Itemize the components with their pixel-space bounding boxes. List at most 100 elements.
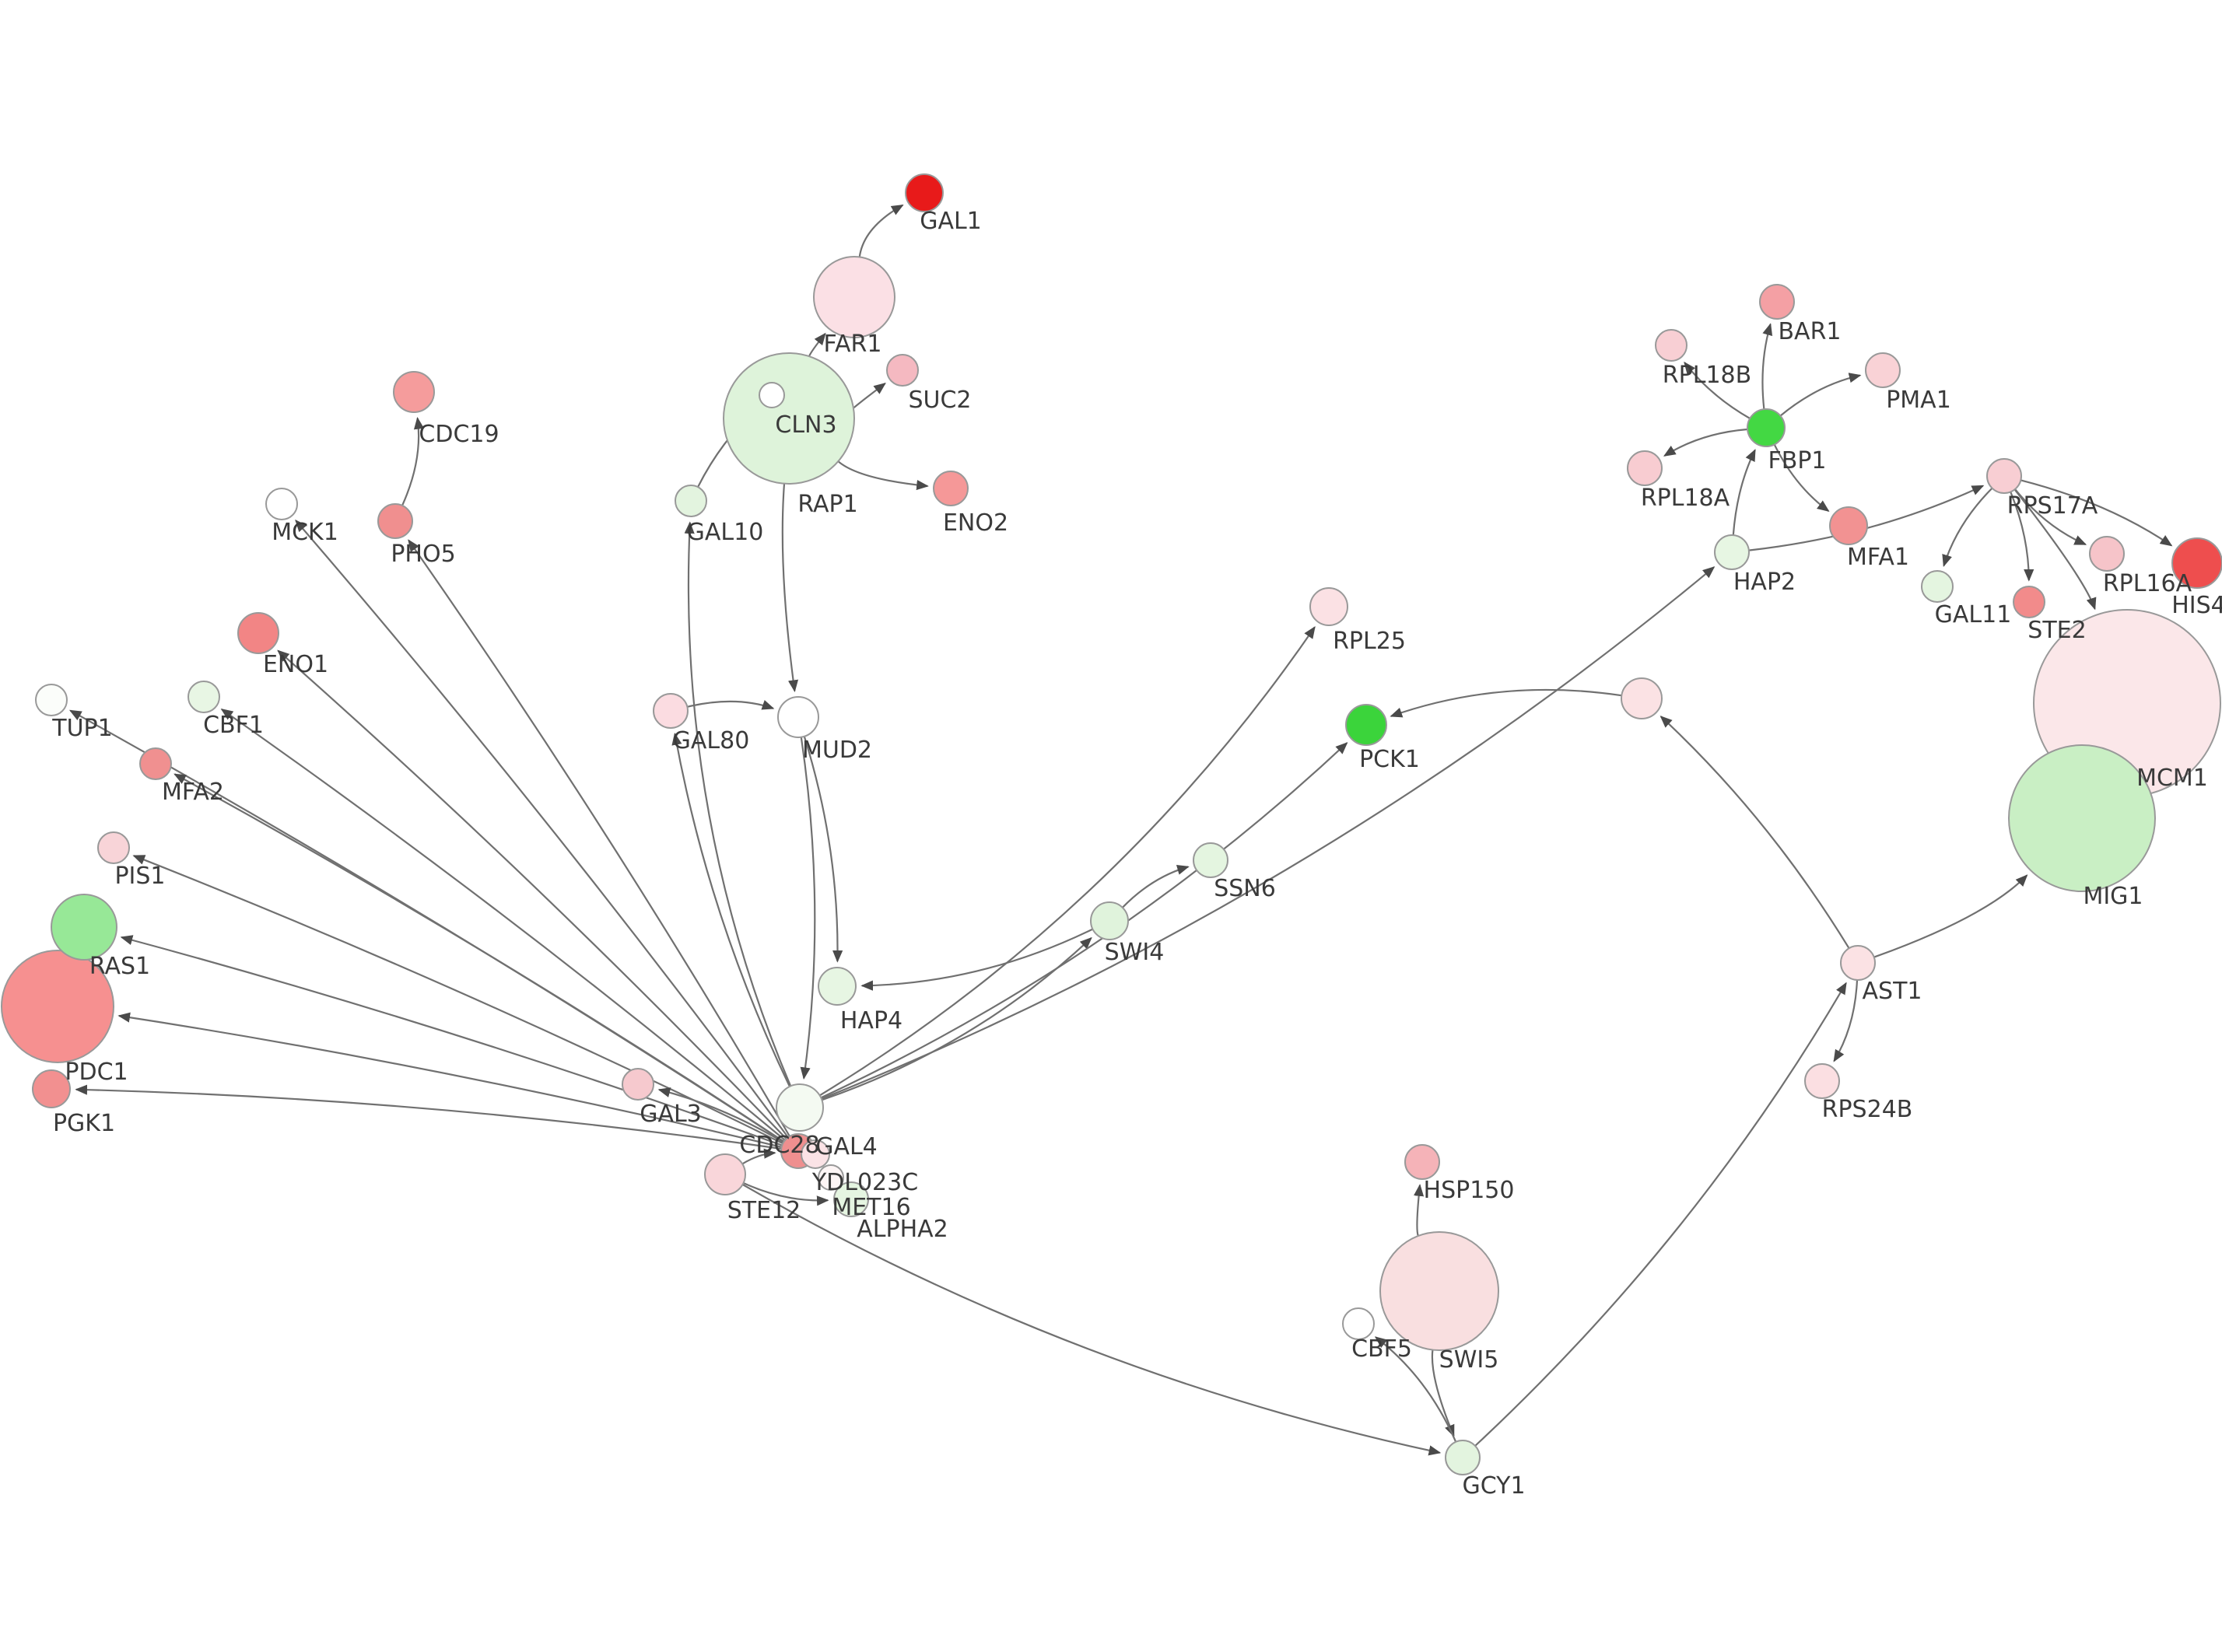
edge-gcy1-ast1[interactable] <box>1474 982 1847 1447</box>
edge-ast1-rps24b[interactable] <box>1833 979 1859 1062</box>
node-swi5[interactable] <box>1379 1231 1499 1351</box>
node-ste2[interactable] <box>2013 586 2045 618</box>
edge-mud2-cdc28[interactable] <box>800 737 816 1080</box>
edge-swi4-hap4[interactable] <box>860 928 1093 991</box>
edge-ast1-mig1[interactable] <box>1873 874 2028 958</box>
node-unnamed[interactable] <box>1621 677 1663 719</box>
edge-fbp1-pma1[interactable] <box>1779 373 1862 417</box>
edge-gal4-mfa2[interactable] <box>173 773 785 1143</box>
edge-fbp1-rpl18a[interactable] <box>1663 428 1748 457</box>
node-pck1[interactable] <box>1345 704 1387 746</box>
edge-cdc28-gal80[interactable] <box>671 732 790 1087</box>
node-cbf5[interactable] <box>1342 1307 1375 1340</box>
edge-fbp1-rpl18b[interactable] <box>1684 361 1751 419</box>
node-ssn6[interactable] <box>1193 842 1228 878</box>
node-far1[interactable] <box>813 256 895 338</box>
node-mck1[interactable] <box>265 488 298 520</box>
edge-gal80-mud2[interactable] <box>687 699 775 710</box>
edge-rap1-mud2[interactable] <box>781 483 799 693</box>
edge-mud2-hap4[interactable] <box>803 736 843 963</box>
edge-fbp1-bar1[interactable] <box>1761 323 1773 410</box>
node-eno2[interactable] <box>933 471 969 506</box>
edge-hap2-fbp1[interactable] <box>1732 449 1756 536</box>
edge-cdc28-pck1[interactable] <box>820 742 1348 1099</box>
node-ast1[interactable] <box>1840 945 1876 981</box>
node-mig1[interactable] <box>2008 744 2156 892</box>
edge-rap1-eno2[interactable] <box>837 460 929 491</box>
edge-hap2-rps17a[interactable] <box>1748 485 1985 551</box>
edge-rap1-suc2[interactable] <box>852 383 886 410</box>
node-pis1[interactable] <box>97 831 130 864</box>
node-rps24b[interactable] <box>1804 1063 1840 1099</box>
edge-rps17a-rpl16a[interactable] <box>2014 488 2087 546</box>
node-rpl18b[interactable] <box>1655 329 1688 362</box>
node-fbp1[interactable] <box>1747 408 1786 447</box>
edge-pho5-cdc19[interactable] <box>401 416 425 506</box>
edge-rps17a-mcm1[interactable] <box>2013 488 2097 611</box>
node-suc2[interactable] <box>886 354 919 387</box>
node-rpl16a[interactable] <box>2089 536 2125 572</box>
node-pho5[interactable] <box>377 503 413 539</box>
node-cdc19[interactable] <box>393 371 435 413</box>
edge-gcy1-cbf5[interactable] <box>1374 1336 1457 1443</box>
node-gal11[interactable] <box>1921 570 1954 603</box>
edge-gal4-ras1[interactable] <box>120 935 783 1146</box>
node-mfa2[interactable] <box>139 747 172 780</box>
node-gal10[interactable] <box>675 485 707 517</box>
node-eno1[interactable] <box>237 612 279 654</box>
edge-cdc28-hap2[interactable] <box>821 566 1716 1100</box>
node-gal1[interactable] <box>905 173 944 212</box>
edge-rps17a-ste2[interactable] <box>2010 491 2034 582</box>
edge-gal4-pgk1[interactable] <box>75 1084 782 1150</box>
node-gcy1[interactable] <box>1445 1440 1481 1475</box>
edge-ast1-unnamed[interactable] <box>1659 716 1850 949</box>
edge-swi5-gcy1[interactable] <box>1431 1349 1455 1437</box>
node-ste12[interactable] <box>704 1153 746 1195</box>
node-cdc28[interactable] <box>776 1083 824 1132</box>
node-pdc1[interactable] <box>1 950 114 1063</box>
node-rpl25[interactable] <box>1309 587 1348 626</box>
edge-gal4-cbf1[interactable] <box>220 709 786 1141</box>
node-alpha2[interactable] <box>833 1181 869 1217</box>
edge-rps17a-his4[interactable] <box>2020 479 2173 547</box>
edge-gal4-pdc1[interactable] <box>117 1012 782 1148</box>
node-pgk1[interactable] <box>32 1069 71 1108</box>
node-gal80[interactable] <box>653 693 689 729</box>
node-cbf1[interactable] <box>188 681 220 713</box>
node-hap2[interactable] <box>1714 534 1750 570</box>
node-pma1[interactable] <box>1865 352 1901 388</box>
node-cln3[interactable] <box>759 382 785 408</box>
edge-swi4-ssn6[interactable] <box>1122 864 1190 908</box>
node-his4[interactable] <box>2171 537 2222 589</box>
edge-gal4-eno1[interactable] <box>277 649 787 1139</box>
edge-ste12-alpha2[interactable] <box>743 1182 829 1206</box>
node-rpl18a[interactable] <box>1627 450 1663 486</box>
edge-gal4-gal3[interactable] <box>657 1087 784 1143</box>
edge-fbp1-mfa1[interactable] <box>1773 443 1830 512</box>
node-rap1[interactable] <box>723 352 855 485</box>
edge-cdc28-rpl25[interactable] <box>819 626 1316 1097</box>
edge-ste12-gal4[interactable] <box>741 1148 776 1165</box>
node-gal3[interactable] <box>622 1068 654 1101</box>
edge-rps17a-gal11[interactable] <box>1942 487 1993 567</box>
edge-cdc28-gal10[interactable] <box>684 521 792 1087</box>
edge-rap1-far1[interactable] <box>808 332 826 357</box>
edge-far1-gal1[interactable] <box>858 204 904 257</box>
node-hsp150[interactable] <box>1404 1144 1440 1180</box>
edge-swi5-hsp150[interactable] <box>1413 1184 1425 1237</box>
node-swi4[interactable] <box>1090 901 1129 940</box>
node-rps17a[interactable] <box>1986 458 2022 494</box>
edge-unnamed-pck1[interactable] <box>1390 688 1622 718</box>
node-mud2[interactable] <box>777 696 819 738</box>
edge-gal4-pho5[interactable] <box>408 539 790 1137</box>
node-met16[interactable] <box>818 1164 844 1191</box>
edge-gal4-mck1[interactable] <box>295 519 789 1139</box>
node-bar1[interactable] <box>1759 284 1795 320</box>
node-ras1[interactable] <box>51 894 117 961</box>
node-hap4[interactable] <box>818 967 857 1006</box>
node-tup1[interactable] <box>35 684 68 716</box>
node-mfa1[interactable] <box>1829 506 1868 545</box>
node-ydl023c[interactable] <box>801 1139 830 1169</box>
